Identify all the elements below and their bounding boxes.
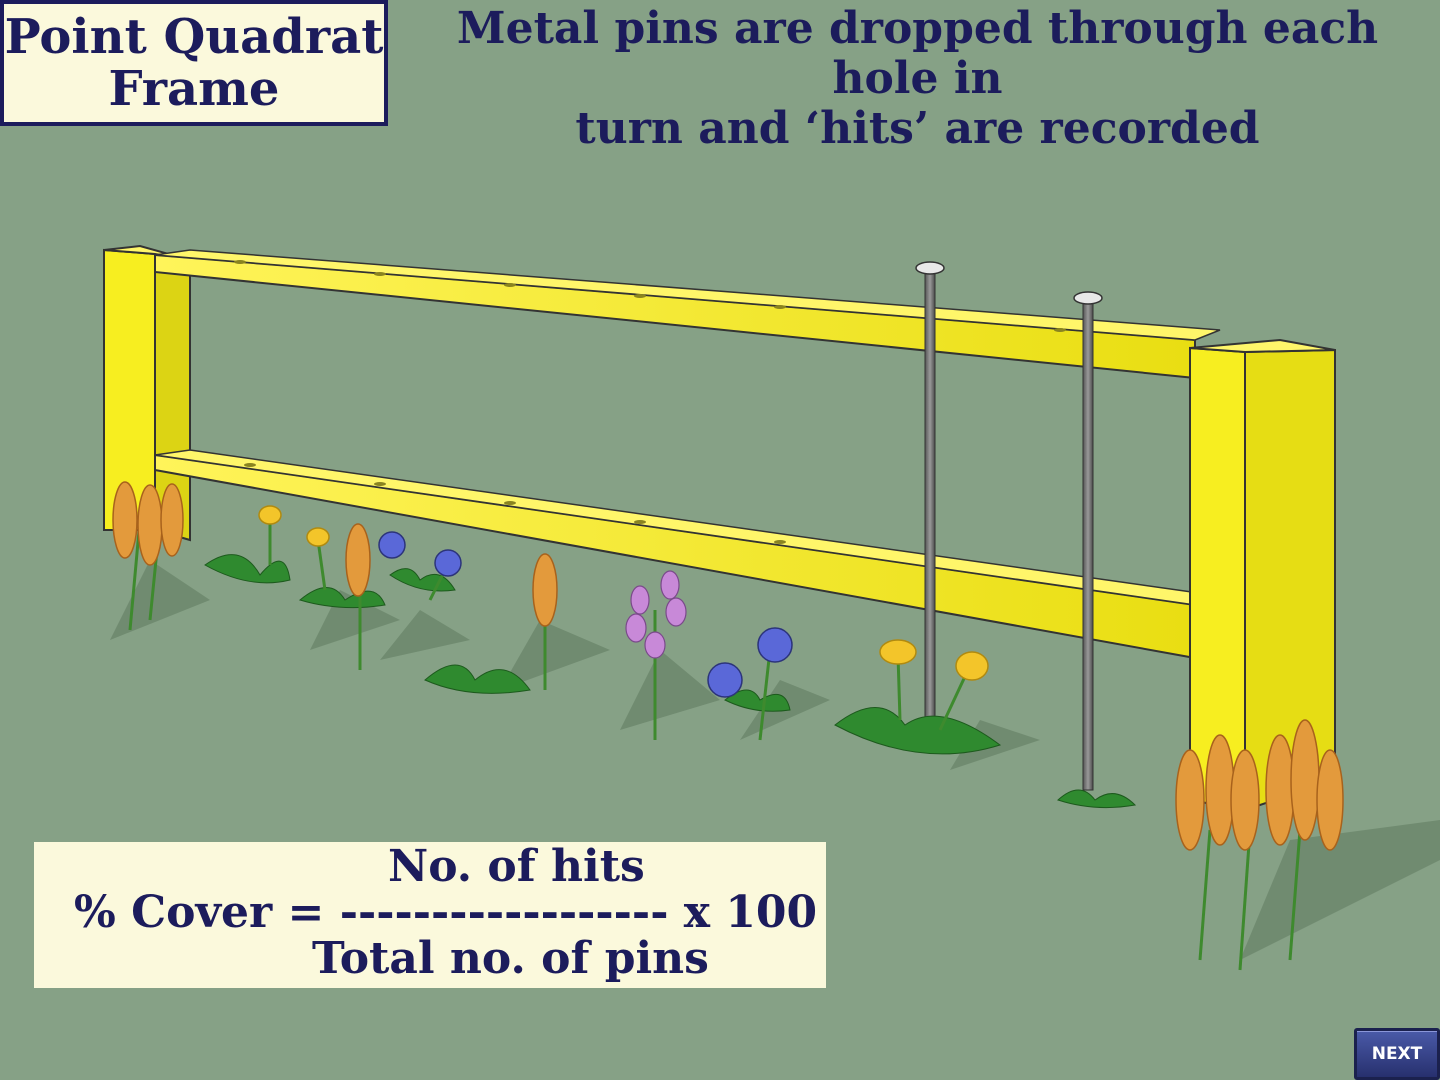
metal-pin-2 (1073, 291, 1103, 791)
right-post (1189, 338, 1336, 812)
violet-flowers (378, 531, 793, 698)
next-button[interactable]: NEXT (1354, 1028, 1440, 1080)
foxglove-flowers (625, 570, 687, 659)
caption-line-2: turn and ‘hits’ are recorded (575, 103, 1260, 154)
percent-cover-formula: No. of hits % Cover = ------------------… (34, 842, 826, 988)
title-line-1: Point Quadrat (4, 9, 384, 65)
formula-denominator: Total no. of pins (312, 933, 709, 984)
dandelion-flowers (258, 505, 989, 681)
caption-line-1: Metal pins are dropped through each hole… (456, 3, 1379, 104)
next-button-label: NEXT (1371, 1044, 1423, 1064)
caption: Metal pins are dropped through each hole… (400, 4, 1435, 154)
title-line-2: Frame (108, 61, 280, 117)
grass-heads (112, 481, 1344, 851)
formula-numerator: No. of hits (388, 841, 645, 892)
top-rail (154, 249, 1221, 380)
lower-rail (154, 449, 1221, 660)
title-box: Point Quadrat Frame (0, 0, 388, 126)
formula-equation: % Cover = ------------------ x 100 (74, 887, 818, 938)
